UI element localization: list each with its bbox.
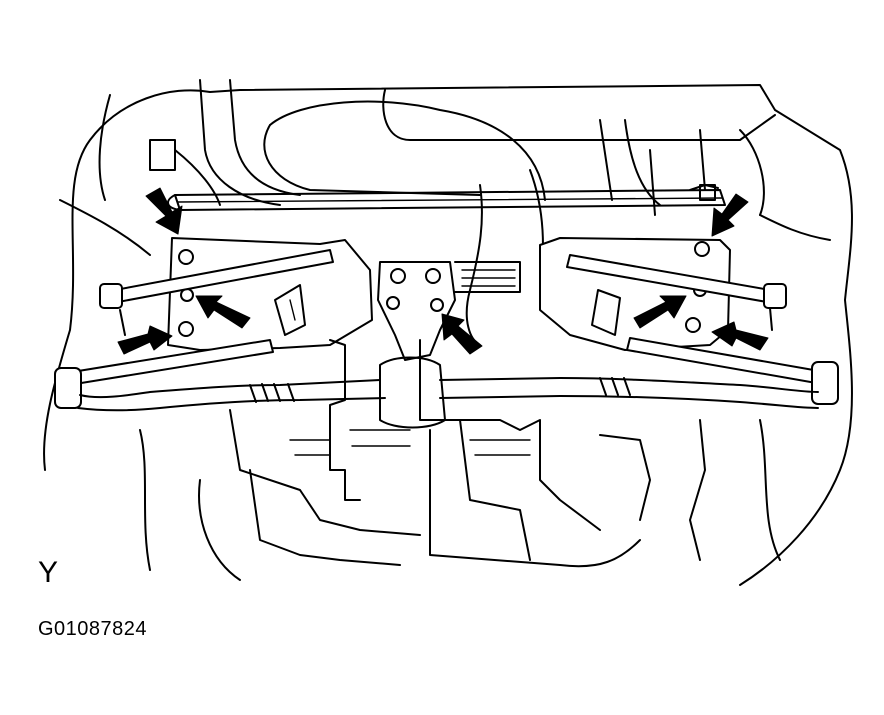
callout-arrow: [633, 295, 687, 329]
callout-arrow: [711, 193, 749, 237]
left-bracket-plate: [167, 237, 373, 351]
view-letter-label: Y: [38, 556, 59, 589]
figure-id-label: G01087824: [38, 618, 148, 640]
callout-arrow: [711, 321, 769, 351]
chassis-outline: [43, 79, 853, 586]
control-arms: [54, 249, 839, 409]
callout-arrow: [117, 325, 173, 355]
differential-housing: [139, 339, 781, 581]
axle-assembly: [77, 356, 819, 429]
callout-arrow: [145, 187, 183, 235]
callout-arrow: [441, 313, 483, 355]
right-bracket-plate: [539, 237, 731, 351]
center-mount: [377, 261, 521, 361]
callout-arrow: [195, 295, 251, 329]
callout-arrows: [117, 187, 769, 355]
